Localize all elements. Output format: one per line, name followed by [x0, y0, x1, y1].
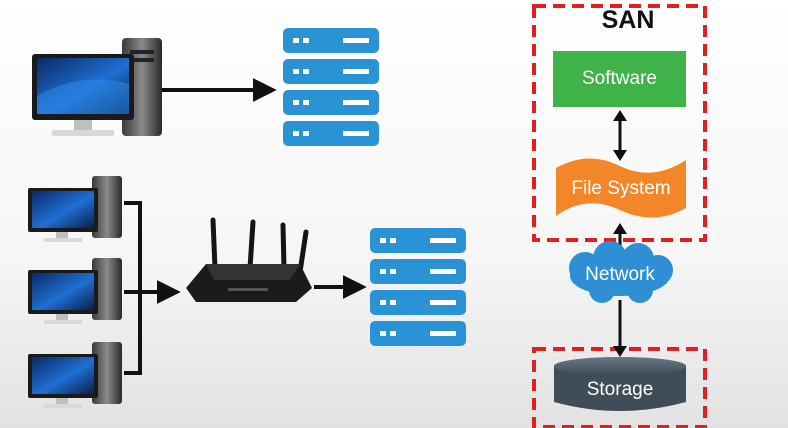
desktop-computer-icon	[28, 176, 122, 242]
desktop-computer-icon	[28, 258, 122, 324]
network-cloud-icon	[569, 241, 673, 303]
filesystem-shape	[556, 158, 686, 218]
wifi-router-icon	[186, 217, 312, 302]
server-stack-icon	[283, 28, 379, 146]
network-storage-arrow	[613, 300, 627, 357]
server-stack-icon	[370, 228, 466, 346]
computer-connector-bracket	[124, 201, 142, 375]
software-box	[553, 51, 686, 107]
san-boundary-box	[532, 4, 707, 242]
san-title: SAN	[601, 6, 655, 34]
storage-cylinder-icon	[554, 357, 686, 411]
desktop-computer-icon	[28, 342, 122, 408]
software-filesystem-arrow	[613, 110, 627, 161]
desktop-computer-icon	[32, 38, 162, 136]
